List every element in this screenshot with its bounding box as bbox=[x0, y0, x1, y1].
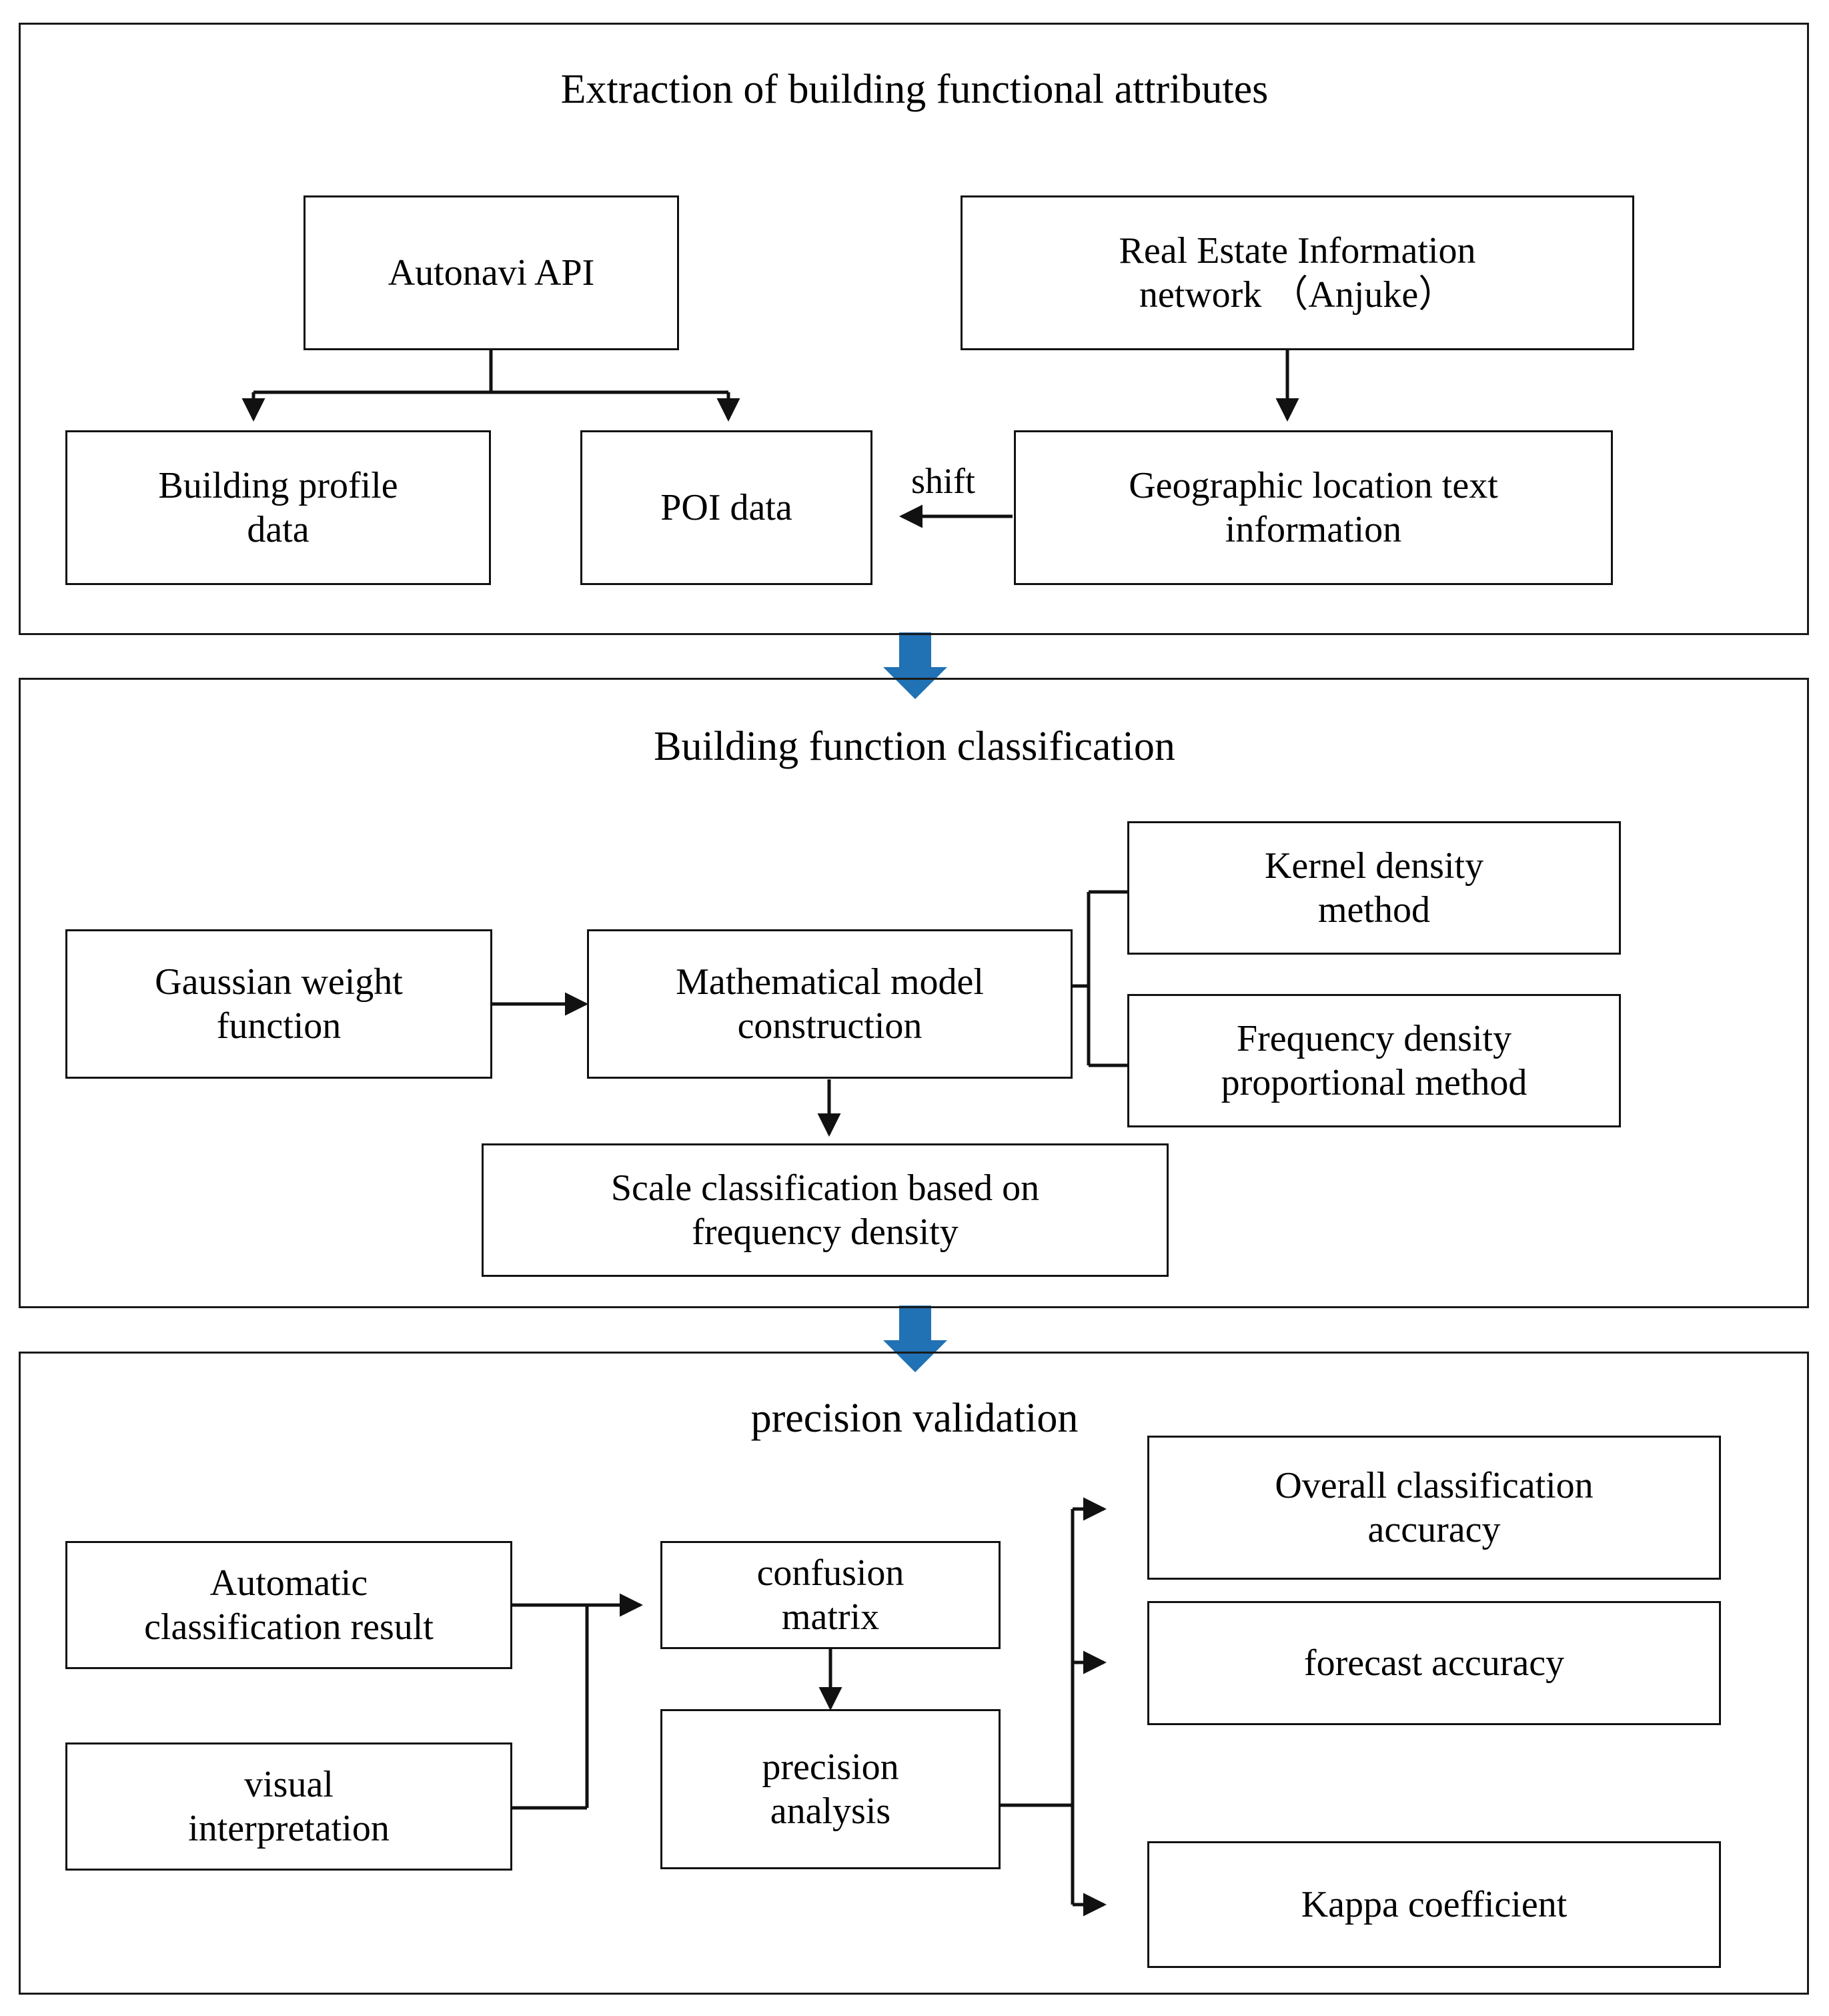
node-forecast-accuracy[interactable]: forecast accuracy bbox=[1147, 1601, 1721, 1725]
section-title-classification: Building function classification bbox=[654, 724, 1175, 769]
connector-inputs-to-confusion bbox=[512, 1593, 644, 1810]
node-poi-data-label: POI data bbox=[660, 486, 792, 528]
section-title-validation: precision validation bbox=[750, 1396, 1079, 1441]
section-arrow-1-to-2 bbox=[883, 632, 947, 699]
connector-autonavi-split bbox=[241, 350, 740, 422]
node-kappa-coefficient-label: Kappa coefficient bbox=[1301, 1883, 1568, 1925]
edge-label-shift: shift bbox=[908, 460, 979, 502]
section-panel-validation bbox=[19, 1352, 1809, 1995]
node-autonavi-api[interactable]: Autonavi API bbox=[303, 195, 679, 350]
section-panel-classification bbox=[19, 678, 1809, 1308]
section-arrow-2-to-3 bbox=[883, 1306, 947, 1372]
section-panel-extraction bbox=[19, 23, 1809, 635]
node-autonavi-api-label: Autonavi API bbox=[388, 251, 595, 294]
connector-precision-to-metrics bbox=[1001, 1497, 1107, 1917]
node-kappa-coefficient[interactable]: Kappa coefficient bbox=[1147, 1841, 1721, 1968]
section-title-extraction: Extraction of building functional attrib… bbox=[560, 67, 1269, 112]
node-forecast-accuracy-label: forecast accuracy bbox=[1303, 1642, 1565, 1684]
node-poi-data[interactable]: POI data bbox=[580, 430, 872, 585]
